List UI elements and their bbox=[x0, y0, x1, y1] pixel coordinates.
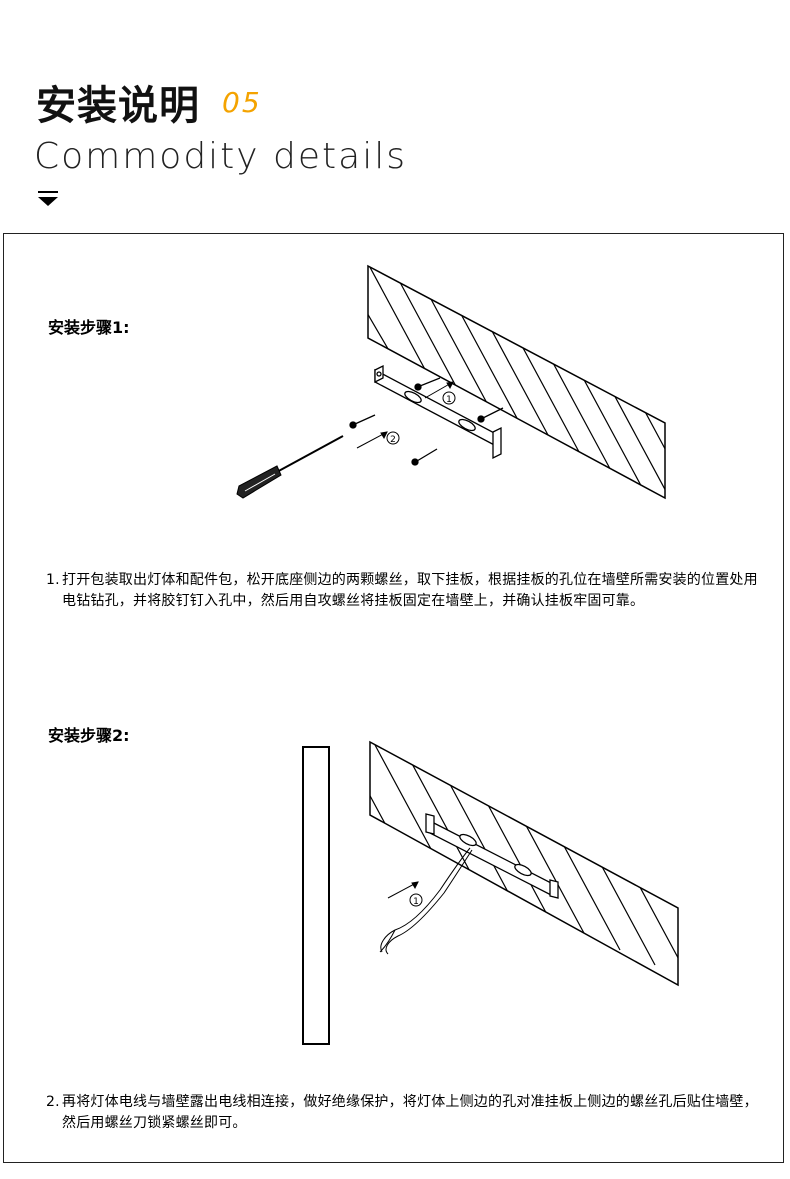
step-1-text: 1. 打开包装取出灯体和配件包，松开底座侧边的两颗螺丝，取下挂板，根据挂板的孔位… bbox=[46, 570, 758, 612]
step-2-description: 再将灯体电线与墙壁露出电线相连接，做好绝缘保护，将灯体上侧边的孔对准挂板上侧边的… bbox=[62, 1094, 758, 1131]
svg-text:1: 1 bbox=[413, 897, 419, 907]
mounting-bracket bbox=[425, 813, 559, 899]
step-1-illustration: 1 2 bbox=[236, 264, 666, 500]
page-title: 安装说明 bbox=[36, 83, 200, 129]
step-2-number: 2. bbox=[46, 1094, 60, 1110]
wall-panel bbox=[367, 264, 666, 500]
lamp-body bbox=[302, 746, 330, 1045]
callout-2-icon: 2 bbox=[386, 431, 400, 445]
callout-1-icon: 1 bbox=[442, 391, 456, 405]
instruction-panel bbox=[3, 233, 784, 1163]
wire-icon bbox=[379, 847, 473, 955]
step-2-text: 2. 再将灯体电线与墙壁露出电线相连接，做好绝缘保护，将灯体上侧边的孔对准挂板上… bbox=[46, 1092, 758, 1134]
svg-text:1: 1 bbox=[446, 395, 452, 405]
step-1-description: 打开包装取出灯体和配件包，松开底座侧边的两颗螺丝，取下挂板，根据挂板的孔位在墙壁… bbox=[62, 572, 758, 609]
mounting-bracket bbox=[374, 364, 502, 460]
step-1-label: 安装步骤1: bbox=[48, 318, 130, 337]
page-subtitle: Commodity details bbox=[34, 136, 407, 177]
svg-text:2: 2 bbox=[390, 435, 396, 445]
screwdriver-icon bbox=[236, 435, 344, 499]
screw-icon bbox=[349, 377, 504, 466]
section-number: 05 bbox=[222, 86, 262, 119]
arrow-icon bbox=[387, 881, 419, 899]
step-1-number: 1. bbox=[46, 572, 60, 588]
callout-1-icon: 1 bbox=[409, 893, 423, 907]
chevron-down-icon bbox=[38, 191, 58, 206]
arrow-icon bbox=[356, 381, 454, 449]
step-2-illustration: 1 bbox=[302, 740, 679, 1045]
step-2-label: 安装步骤2: bbox=[48, 726, 130, 745]
